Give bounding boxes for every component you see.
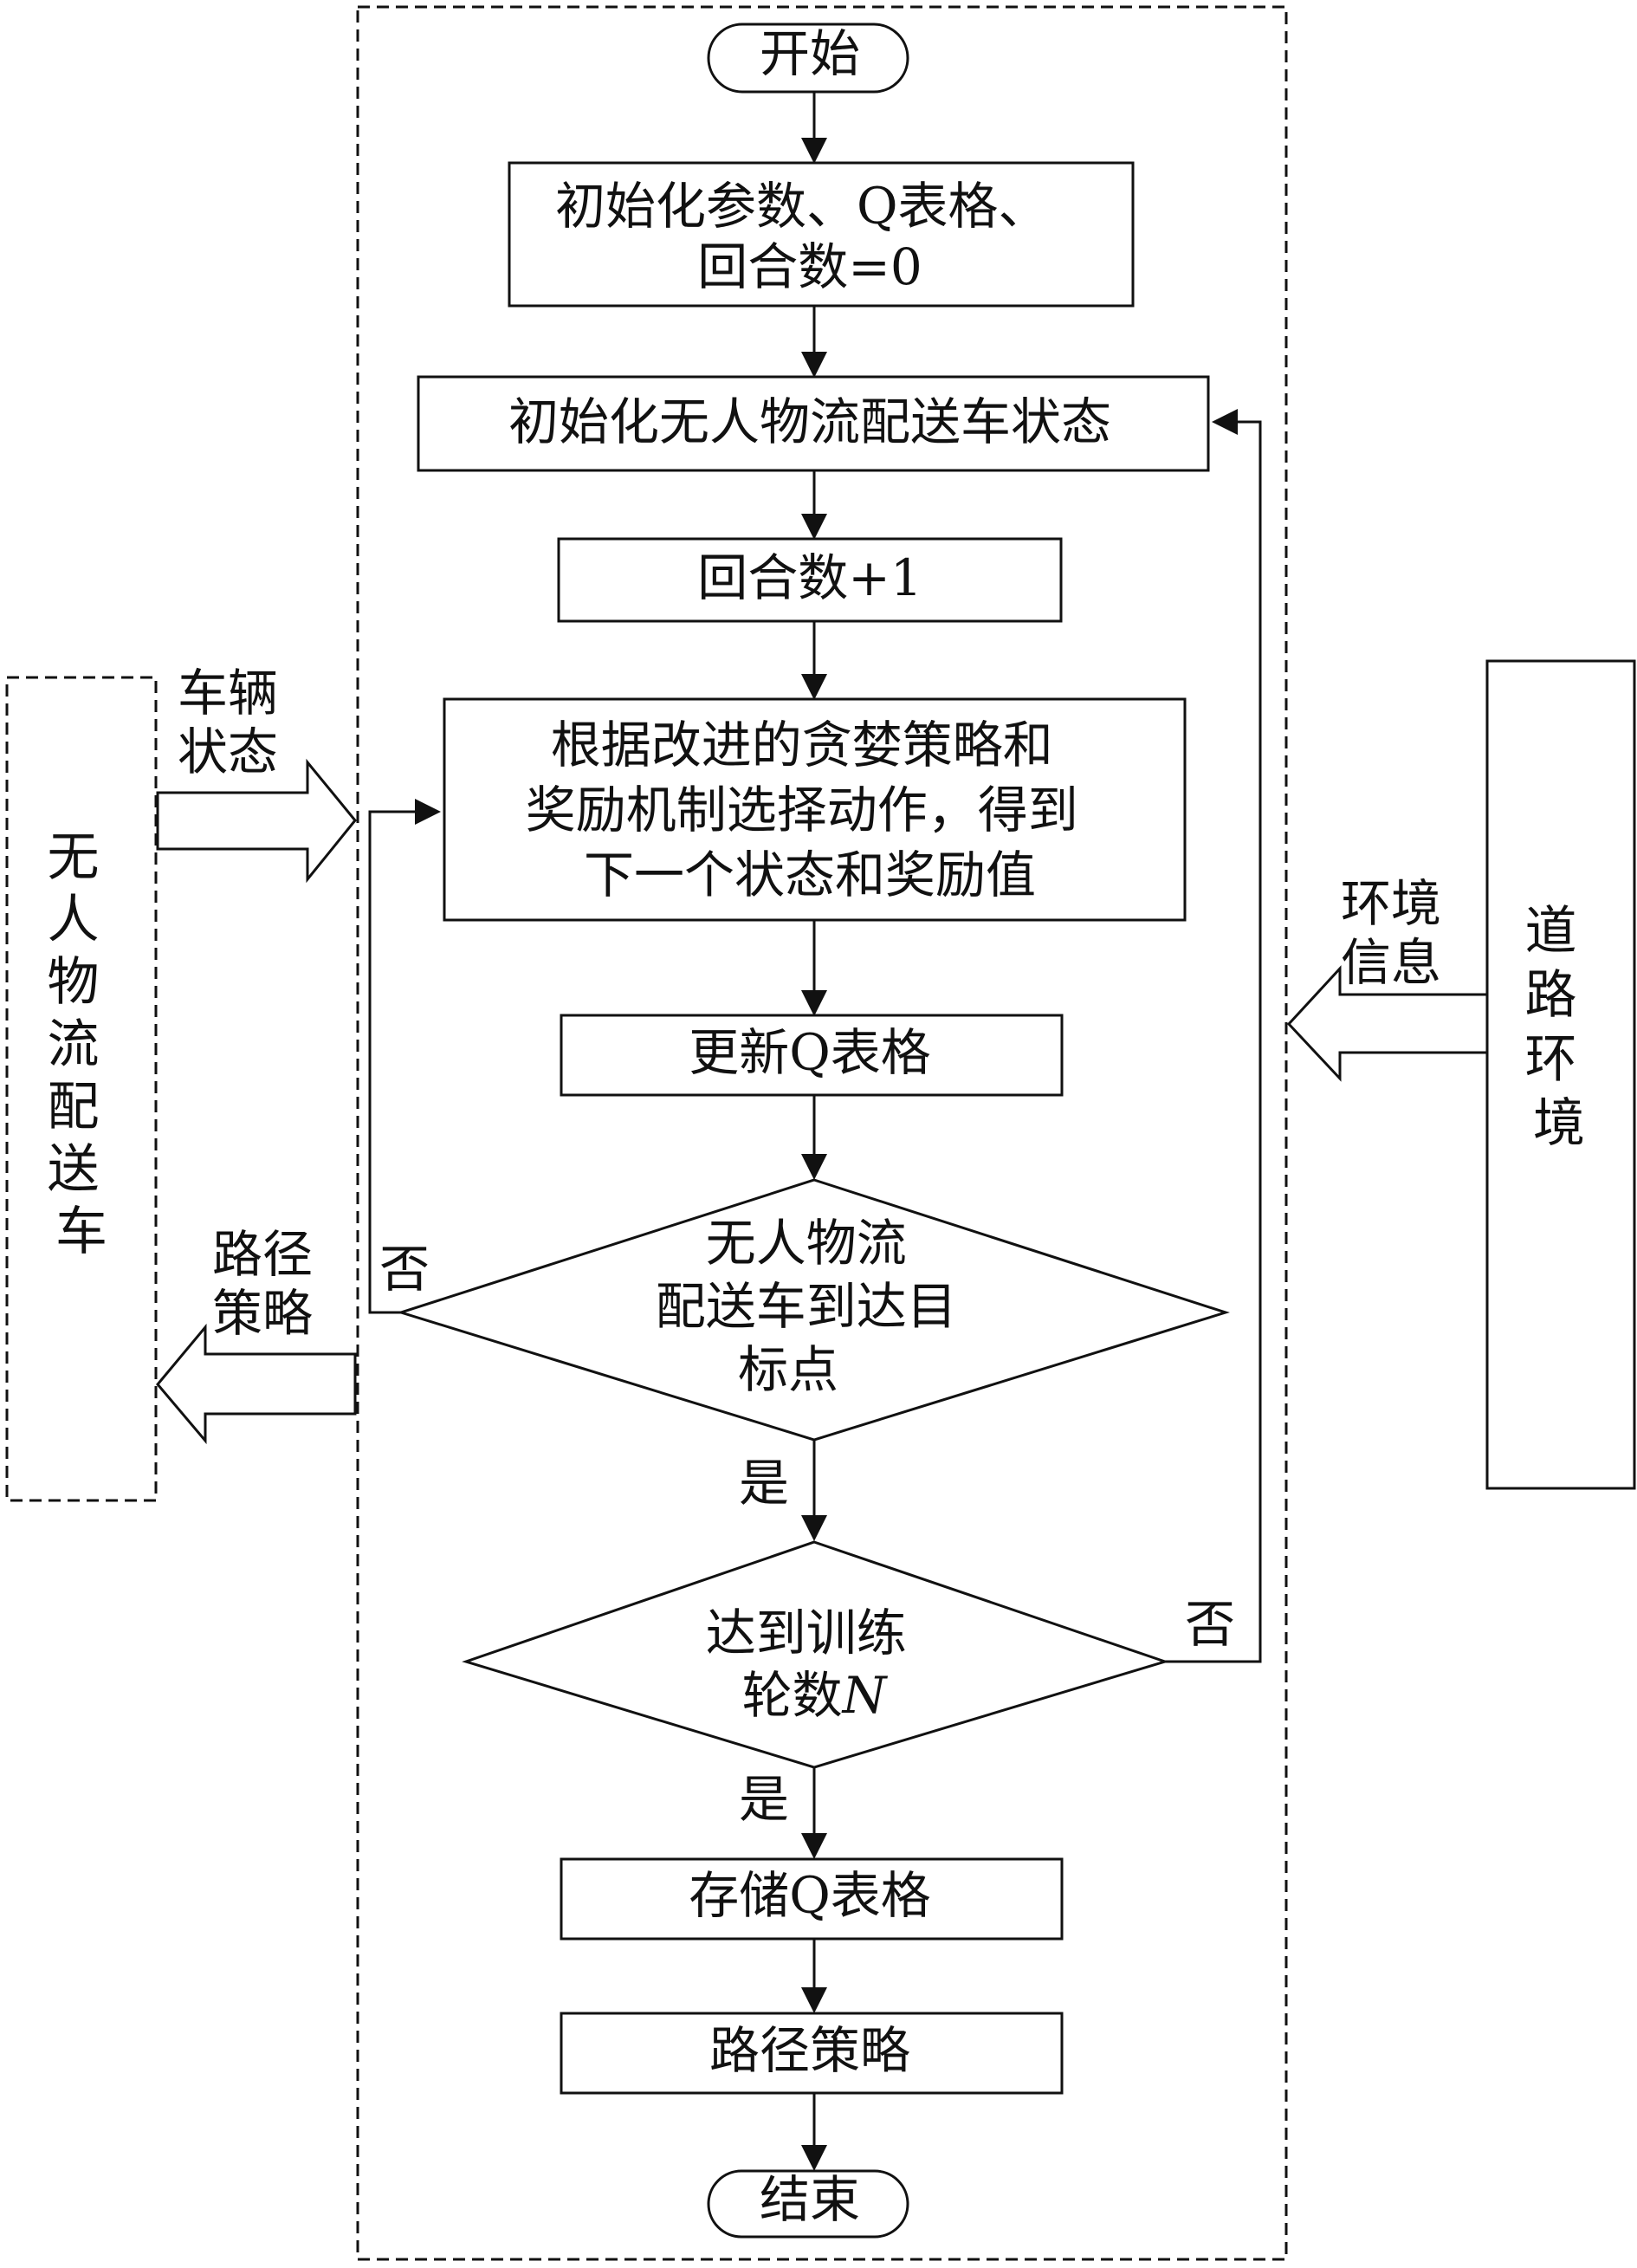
update-q-label: 更新Q表格 (689, 1023, 931, 1082)
vehicle-state-arrow (156, 758, 357, 884)
vehicle-state-label: 车辆 状态 (178, 664, 294, 781)
edge-no-target-loop (368, 799, 441, 1314)
path-strategy-arrow (156, 1323, 357, 1445)
episode-increment-label: 回合数+1 (697, 548, 922, 607)
store-q-box (560, 1857, 1064, 1941)
main-process-container (356, 5, 1288, 2261)
vehicle-container (5, 676, 158, 1502)
episode-increment-box (557, 537, 1063, 623)
end-label: 结束 (760, 2170, 860, 2229)
start-terminal (707, 23, 909, 94)
yes-target-label: 是 (739, 1454, 789, 1513)
vehicle-label: 无 人 物 流 配 送 车 (47, 827, 115, 1262)
end-terminal (707, 2169, 909, 2239)
yes-rounds-label: 是 (739, 1770, 789, 1829)
init-state-box (417, 375, 1210, 472)
edge-no-rounds-loop (1165, 409, 1262, 1663)
init-params-label: 初始化参数、Q表格、 回合数=0 (555, 177, 1064, 296)
road-environment-box (1485, 659, 1636, 1490)
path-policy-label: 路径策略 (709, 2021, 910, 2080)
env-info-label: 环境 信息 (1341, 874, 1457, 992)
reach-rounds-label: 达到训练 轮数N (706, 1604, 922, 1725)
path-strategy-label: 路径 策略 (212, 1225, 328, 1343)
init-params-box (508, 161, 1135, 308)
reach-target-label: 无人物流 配送车到达目 标点 (656, 1214, 973, 1399)
start-label: 开始 (760, 24, 860, 83)
select-action-label: 根据改进的贪婪策略和 奖励机制选择动作，得到 下一个状态和奖励值 (526, 716, 1094, 904)
update-q-box (560, 1014, 1064, 1097)
select-action-box (443, 697, 1187, 922)
env-info-arrow (1286, 965, 1489, 1082)
no-target-label: 否 (379, 1240, 430, 1299)
no-rounds-label: 否 (1185, 1595, 1235, 1654)
store-q-label: 存储Q表格 (689, 1866, 931, 1925)
init-state-label: 初始化无人物流配送车状态 (508, 392, 1111, 451)
road-environment-label: 道 路 环 境 (1524, 901, 1593, 1154)
path-policy-box (560, 2012, 1064, 2095)
